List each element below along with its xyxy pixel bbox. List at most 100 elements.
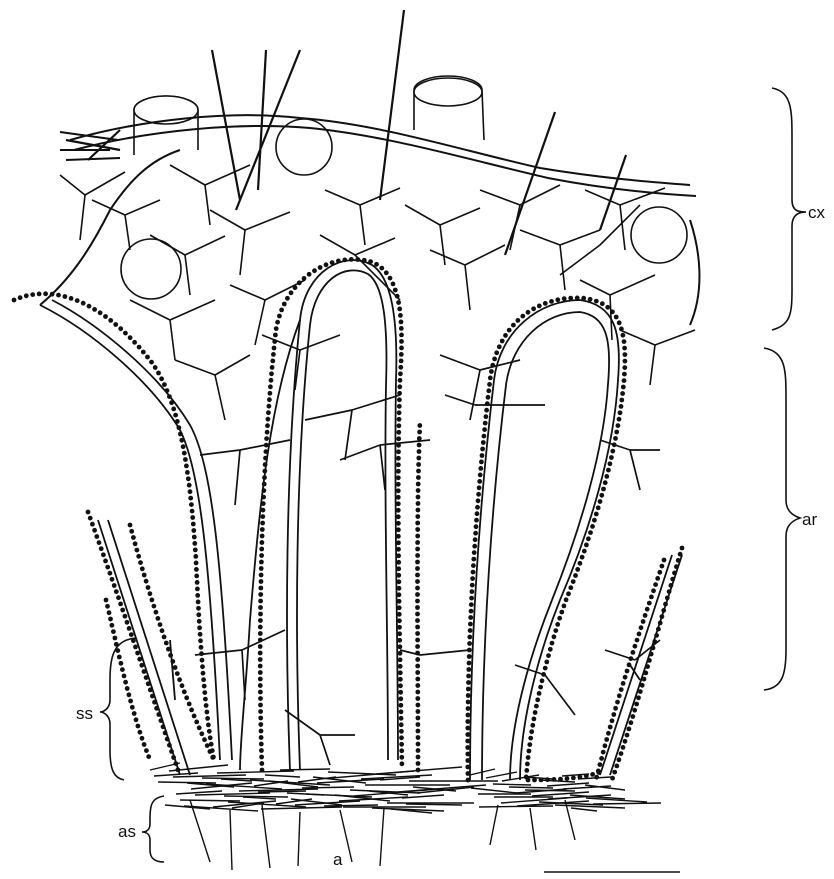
choanocyte-bead	[140, 566, 145, 571]
tuft-spicule	[217, 771, 294, 773]
choanocyte-bead	[200, 664, 205, 669]
choanocyte-bead	[258, 612, 263, 617]
choanocyte-bead	[488, 376, 493, 381]
choanocyte-bead	[259, 573, 264, 578]
choanocyte-bead	[543, 666, 548, 671]
choanocyte-bead	[275, 320, 280, 325]
choanocyte-bead	[497, 344, 502, 349]
choanocyte-bead	[613, 706, 618, 711]
choanocyte-bead	[396, 566, 401, 571]
choanocyte-bead	[468, 622, 473, 627]
choanocyte-bead	[415, 573, 420, 578]
choanocyte-bead	[397, 631, 402, 636]
choanocyte-bead	[128, 523, 133, 528]
choanocyte-bead	[146, 585, 151, 590]
choanocyte-bead	[182, 689, 187, 694]
choanocyte-bead	[120, 608, 125, 613]
choanocyte-bead	[133, 645, 138, 650]
choanocyte-bead	[259, 761, 264, 766]
choanocyte-bead	[396, 527, 401, 532]
choanocyte-bead	[197, 725, 202, 730]
choanocyte-bead	[150, 598, 155, 603]
choanocyte-bead	[399, 742, 404, 747]
choanocyte-bead	[415, 579, 420, 584]
choanocyte-bead	[623, 675, 628, 680]
choanocyte-bead	[529, 729, 534, 734]
choanocyte-bead	[180, 683, 185, 688]
tuft-spicule	[258, 791, 306, 792]
choanocyte-bead	[259, 560, 264, 565]
choanocyte-bead	[205, 743, 210, 748]
choanocyte-bead	[621, 333, 626, 338]
choanocyte-bead	[202, 737, 207, 742]
choanocyte-bead	[112, 583, 117, 588]
tuft-spicule	[339, 797, 408, 801]
choanocyte-bead	[144, 748, 149, 753]
choanocyte-bead	[603, 743, 608, 748]
choanocyte-bead	[330, 260, 335, 265]
choanocyte-bead	[469, 602, 474, 607]
choanocyte-bead	[156, 616, 161, 621]
tuft-spicule	[525, 790, 575, 791]
choanocyte-bead	[627, 727, 632, 732]
choanocyte-bead	[396, 300, 401, 305]
choanocyte-bead	[199, 731, 204, 736]
choanocyte-bead	[473, 531, 478, 536]
choanocyte-bead	[415, 534, 420, 539]
choanocyte-bead	[107, 610, 112, 615]
choanocyte-bead	[110, 577, 115, 582]
choanocyte-bead	[193, 548, 198, 553]
choanocyte-bead	[620, 391, 625, 396]
choanocyte-bead	[128, 699, 133, 704]
choanocyte-bead	[415, 540, 420, 545]
choanocyte-bead	[603, 480, 608, 485]
choanocyte-bead	[476, 492, 481, 497]
choanocyte-bead	[94, 534, 99, 539]
choanocyte-bead	[465, 726, 470, 731]
choanocyte-bead	[524, 768, 529, 773]
subatrial-spicules	[98, 520, 682, 775]
choanocyte-bead	[568, 296, 573, 301]
choanocyte-bead	[399, 755, 404, 760]
choanocyte-bead	[268, 384, 273, 389]
choanocyte-bead	[397, 410, 402, 415]
choanocyte-bead	[415, 527, 420, 532]
choanocyte-bead	[269, 371, 274, 376]
choanocyte-bead	[416, 469, 421, 474]
choanocyte-bead	[610, 449, 615, 454]
choanocyte-bead	[154, 610, 159, 615]
choanocyte-bead	[307, 272, 312, 277]
choanocyte-bead	[575, 567, 580, 572]
choanocyte-bead	[416, 501, 421, 506]
choanocyte-bead	[190, 515, 195, 520]
choanocyte-bead	[110, 623, 115, 628]
tuft-spicule	[402, 795, 444, 798]
choanocyte-bead	[633, 644, 638, 649]
choanocyte-bead	[415, 618, 420, 623]
choanocyte-bead	[258, 690, 263, 695]
choanocyte-bead	[481, 440, 486, 445]
choanocyte-bead	[259, 579, 264, 584]
choanocyte-bead	[397, 586, 402, 591]
tuft-spicule	[150, 763, 180, 770]
choanocyte-bead	[162, 635, 167, 640]
choanocyte-bead	[259, 755, 264, 760]
choanocyte-bead	[530, 723, 535, 728]
choanocyte-bead	[198, 632, 203, 637]
choanocyte-bead	[416, 742, 421, 747]
choanocyte-bead	[181, 444, 186, 449]
choanocyte-bead	[261, 495, 266, 500]
choanocyte-bead	[417, 443, 422, 448]
choanocyte-bead	[192, 535, 197, 540]
choanocyte-bead	[617, 693, 622, 698]
tuft-spicule	[224, 796, 288, 797]
choanocyte-bead	[397, 612, 402, 617]
choanocyte-bead	[258, 586, 263, 591]
choanocyte-bead	[108, 571, 113, 576]
choanocyte-bead	[415, 638, 420, 643]
choanocyte-bead	[399, 320, 404, 325]
choanocyte-bead	[617, 320, 622, 325]
choanocyte-bead	[466, 687, 471, 692]
choanocyte-bead	[533, 710, 538, 715]
choanocyte-bead	[149, 360, 154, 365]
